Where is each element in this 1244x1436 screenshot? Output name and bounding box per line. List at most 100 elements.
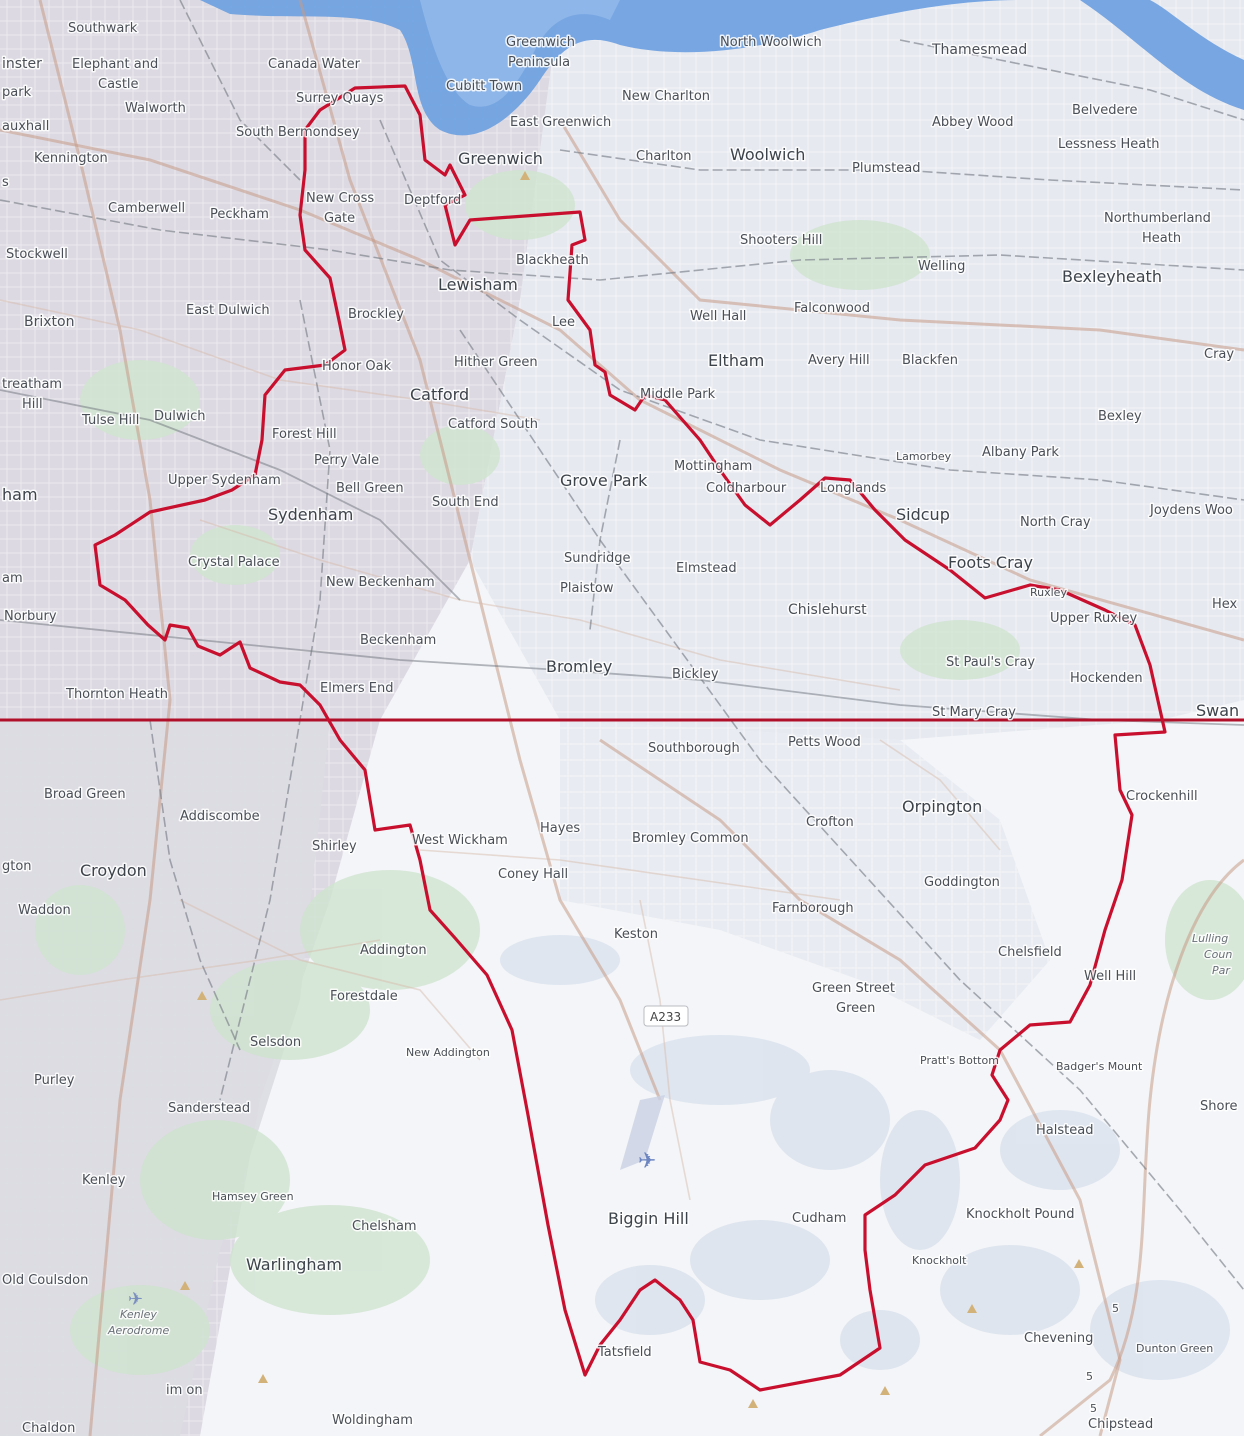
place-label: Falconwood	[794, 301, 870, 316]
place-label: Northumberland	[1104, 211, 1211, 226]
place-label: Knockholt Pound	[966, 1207, 1075, 1222]
place-label: Bickley	[672, 667, 719, 682]
place-label: Stockwell	[6, 247, 68, 262]
place-label: Shirley	[312, 839, 357, 854]
place-label: Farnborough	[772, 901, 854, 916]
place-label: Lewisham	[438, 275, 518, 294]
place-label: inster	[2, 56, 42, 72]
place-label: Knockholt	[912, 1254, 967, 1267]
place-label: Beckenham	[360, 633, 436, 648]
place-label: Chelsfield	[998, 945, 1062, 960]
place-label: St Paul's Cray	[946, 655, 1035, 670]
place-label: Deptford	[404, 193, 461, 208]
place-label: Mottingham	[674, 459, 752, 474]
place-label: Upper Sydenham	[168, 473, 281, 488]
place-label: Cudham	[792, 1211, 846, 1226]
place-label: Bexleyheath	[1062, 267, 1162, 286]
airport-icon: ✈	[620, 1095, 665, 1174]
place-label: Warlingham	[246, 1255, 342, 1274]
place-label: Halstead	[1036, 1123, 1093, 1138]
place-label: Elephant and	[72, 57, 158, 72]
place-label: Foots Cray	[948, 553, 1033, 572]
place-label: Crofton	[806, 815, 854, 830]
place-label: Sidcup	[896, 505, 950, 524]
place-label: Brixton	[24, 314, 74, 330]
place-label: Catford	[410, 385, 469, 404]
place-label: North Woolwich	[720, 35, 822, 50]
place-label: Coldharbour	[706, 481, 787, 496]
place-label: Kennington	[34, 151, 108, 166]
place-label: Elmers End	[320, 681, 393, 696]
place-label: Honor Oak	[322, 359, 392, 374]
place-label: ham	[2, 485, 38, 504]
place-label: Kenley	[120, 1308, 157, 1321]
place-label: Peninsula	[508, 55, 570, 70]
place-label: Surrey Quays	[296, 91, 384, 106]
place-label: auxhall	[2, 119, 49, 134]
place-label: s	[2, 175, 9, 190]
place-label: Biggin Hill	[608, 1209, 689, 1228]
place-label: Thornton Heath	[65, 687, 168, 702]
place-label: Badger's Mount	[1056, 1060, 1143, 1073]
place-label: Crystal Palace	[188, 555, 280, 570]
airport-icon: ✈	[128, 1289, 143, 1310]
road-label: A233	[650, 1010, 681, 1024]
place-label: East Dulwich	[186, 303, 270, 318]
place-label: Shooters Hill	[740, 233, 822, 248]
peak-icon	[180, 171, 1084, 1408]
place-label: Swan	[1196, 701, 1239, 720]
place-label: New Charlton	[622, 89, 710, 104]
place-label: Chipstead	[1088, 1417, 1153, 1432]
place-label: Southwark	[68, 21, 138, 36]
place-label: Catford South	[448, 417, 538, 432]
place-label: Eltham	[708, 351, 764, 370]
place-label: Chaldon	[22, 1421, 75, 1436]
place-label: Sanderstead	[168, 1101, 250, 1116]
place-labels: Southwark inster Elephant and Castle Wal…	[1, 20, 1241, 1436]
place-label: Joydens Woo	[1149, 503, 1233, 518]
place-label: Bell Green	[336, 481, 404, 496]
place-label: Sydenham	[268, 505, 353, 524]
place-label: Waddon	[18, 903, 71, 918]
place-label: Cubitt Town	[446, 79, 522, 94]
place-label: Crockenhill	[1126, 789, 1198, 804]
place-label: Addiscombe	[180, 809, 260, 824]
place-label: Charlton	[636, 149, 692, 164]
place-label: Goddington	[924, 875, 1000, 890]
place-label: gton	[2, 859, 32, 874]
place-label: Lee	[552, 315, 575, 330]
place-label: Middle Park	[640, 387, 716, 402]
place-label: Walworth	[125, 101, 186, 116]
place-label: Hill	[22, 397, 43, 412]
place-label: Gate	[324, 211, 355, 226]
place-label: Old Coulsdon	[2, 1273, 88, 1288]
place-label: Camberwell	[108, 201, 185, 216]
place-label: Chislehurst	[788, 602, 867, 618]
place-label: Elmstead	[676, 561, 737, 576]
place-label: Albany Park	[982, 445, 1059, 460]
road-label: 5	[1112, 1302, 1119, 1315]
place-label: Blackheath	[516, 253, 589, 268]
place-label: Coney Hall	[498, 867, 568, 882]
place-label: Canada Water	[268, 57, 361, 72]
place-label: Tulse Hill	[81, 413, 139, 428]
place-label: Grove Park	[560, 471, 648, 490]
place-label: Bromley Common	[632, 831, 749, 846]
place-label: Cray	[1204, 347, 1234, 362]
railways	[0, 0, 1244, 1291]
place-label: Shore	[1200, 1099, 1238, 1114]
place-label: Selsdon	[250, 1035, 301, 1050]
place-label: Thamesmead	[931, 42, 1027, 58]
place-label: New Beckenham	[326, 575, 435, 590]
place-label: Hockenden	[1070, 671, 1143, 686]
place-label: New Addington	[406, 1046, 490, 1059]
place-label: Hamsey Green	[212, 1190, 294, 1203]
rural-areas	[500, 935, 1230, 1380]
place-label: Upper Ruxley	[1050, 611, 1137, 626]
place-label: park	[2, 85, 32, 100]
place-label: Belvedere	[1072, 103, 1138, 118]
place-label: Aerodrome	[107, 1324, 169, 1337]
place-label: Green	[836, 1001, 875, 1016]
